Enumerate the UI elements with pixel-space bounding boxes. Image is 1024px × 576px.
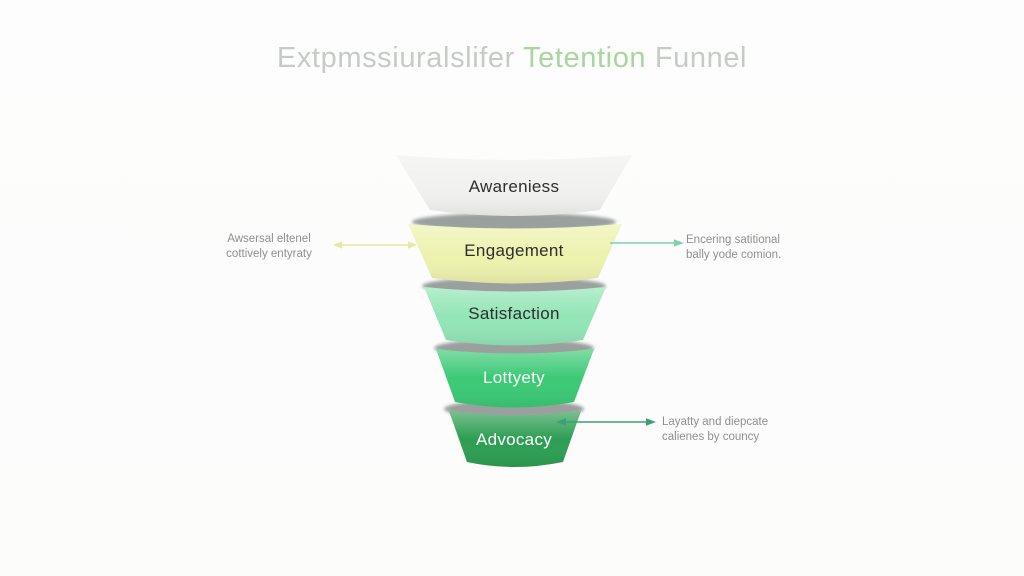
funnel-gap-shadow-1 — [412, 213, 616, 231]
funnel-stage-awareness-shine — [396, 155, 632, 216]
funnel-stage-loyalty-shine — [436, 349, 594, 408]
title-part-3: Funnel — [654, 42, 748, 74]
annotation-left-line2: cottively entyraty — [226, 247, 312, 260]
annotation-right-top: Encering satitional bally yode comion. — [686, 233, 781, 262]
right-bottom-double-arrow-icon — [556, 418, 656, 426]
funnel-stage-advocacy-shine — [449, 411, 581, 467]
stage-label-loyalty: Lottyety — [483, 368, 545, 387]
title-part-2: Tetention — [523, 42, 647, 74]
right-top-arrow-head — [674, 239, 684, 247]
annotation-left: Awsersal eltenel cottively entyraty — [203, 232, 335, 261]
title-part-1: Extpmssiuralslifer — [276, 42, 515, 74]
page-title: Extpmssiuralslifer Tetention Funnel — [0, 42, 1024, 75]
left-double-arrow-icon — [333, 241, 417, 249]
stage-label-advocacy: Advocacy — [475, 430, 553, 449]
left-arrow-head-right — [408, 241, 417, 249]
right-bottom-arrow-head-left — [556, 418, 566, 426]
annotation-right-bottom: Layatty and diepcate calienes by councy — [662, 415, 768, 444]
stage-label-engagement: Engagement — [464, 241, 564, 260]
annotation-right-bottom-line1: Layatty and diepcate — [662, 416, 769, 428]
stage-label-awareness: Awareniess — [468, 177, 560, 196]
funnel-stage-satisfaction-shine — [424, 287, 606, 346]
annotation-right-bottom-line2: calienes by councy — [662, 430, 760, 443]
left-arrow-head-left — [333, 241, 342, 249]
right-bottom-arrow-head-right — [646, 418, 656, 426]
funnel-graphic — [396, 155, 632, 467]
annotation-right-top-line1: Encering satitional — [686, 234, 780, 246]
right-top-arrow-icon — [610, 239, 684, 247]
stage-label-satisfaction: Satisfaction — [468, 304, 560, 323]
funnel-stage-engagement-shine — [408, 224, 622, 284]
annotation-left-line1: Awsersal eltenel — [227, 233, 311, 245]
annotation-right-top-line2: bally yode comion. — [686, 248, 782, 261]
